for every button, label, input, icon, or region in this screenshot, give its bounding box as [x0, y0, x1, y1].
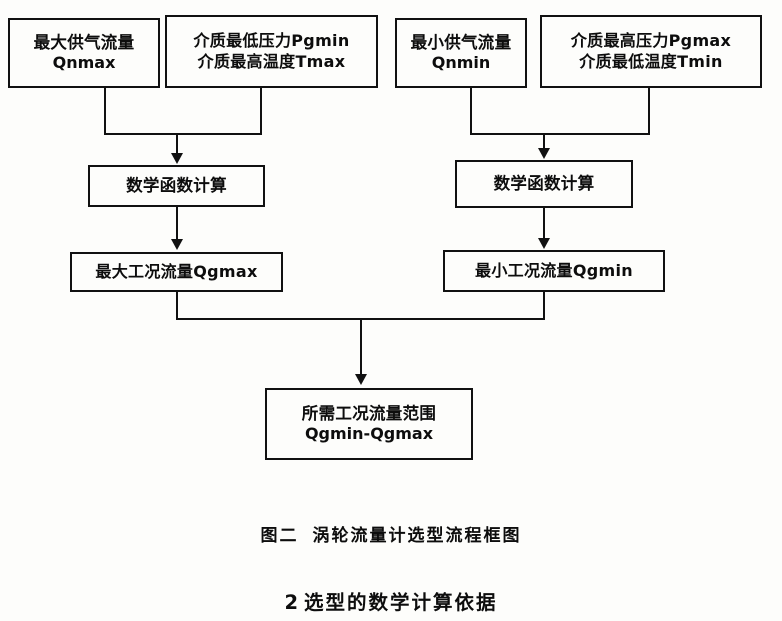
node-math-calc-left: 数学函数计算 — [88, 165, 265, 207]
figure-caption: 图二涡轮流量计选型流程框图 — [0, 521, 782, 546]
connector-max-supply-flow-down — [104, 88, 106, 135]
figure-caption-label: 图二 — [260, 526, 299, 546]
arrowhead-left-math-calc — [171, 153, 183, 164]
figure-caption-title: 涡轮流量计选型流程框图 — [312, 526, 522, 546]
node-min-working-flow-label: 最小工况流量Qgmin — [475, 260, 633, 280]
node-max-working-flow-label: 最大工况流量Qgmax — [95, 261, 258, 281]
node-min-pressure-max-temp-line2: 介质最高温度Tmax — [197, 51, 346, 71]
node-max-pressure-min-temp-line1: 介质最高压力Pgmax — [570, 31, 732, 51]
connector-min-supply-flow-down — [470, 88, 472, 135]
node-math-calc-right: 数学函数计算 — [455, 160, 633, 208]
connector-left-merge-bar — [104, 133, 262, 135]
arrowhead-required-flow-range — [355, 374, 367, 385]
node-min-pressure-max-temp: 介质最低压力Pgmin 介质最高温度Tmax — [165, 15, 378, 88]
node-required-flow-range: 所需工况流量范围 Qgmin-Qgmax — [265, 388, 473, 460]
connector-min-pressure-max-temp-down — [260, 88, 262, 135]
node-max-pressure-min-temp-line2: 介质最低温度Tmin — [579, 51, 723, 71]
node-max-supply-flow-line1: 最大供气流量 — [33, 33, 135, 53]
connector-right-calc-to-result — [543, 208, 545, 240]
connector-right-merge-bar — [470, 133, 650, 135]
connector-max-working-flow-down — [176, 292, 178, 320]
connector-right-merge-down — [543, 133, 545, 150]
node-max-pressure-min-temp: 介质最高压力Pgmax 介质最低温度Tmin — [540, 15, 762, 88]
node-math-calc-right-label: 数学函数计算 — [493, 174, 595, 194]
node-max-supply-flow-line2: Qnmax — [52, 53, 116, 73]
section-number: 2 — [284, 591, 305, 614]
node-max-working-flow: 最大工况流量Qgmax — [70, 252, 283, 292]
arrowhead-min-working-flow — [538, 238, 550, 249]
section-title: 选型的数学计算依据 — [304, 591, 498, 614]
node-required-flow-range-line2: Qgmin-Qgmax — [304, 424, 434, 444]
node-min-working-flow: 最小工况流量Qgmin — [443, 250, 665, 292]
section-heading: 2选型的数学计算依据 — [0, 586, 782, 615]
node-min-supply-flow-line2: Qnmin — [431, 53, 491, 73]
node-min-supply-flow-line1: 最小供气流量 — [410, 33, 512, 53]
node-math-calc-left-label: 数学函数计算 — [126, 176, 227, 196]
arrowhead-max-working-flow — [171, 239, 183, 250]
connector-left-merge-down — [176, 133, 178, 155]
connector-max-pressure-min-temp-down — [648, 88, 650, 135]
connector-left-calc-to-result — [176, 207, 178, 241]
arrowhead-right-math-calc — [538, 148, 550, 159]
connector-bottom-merge-down — [360, 318, 362, 376]
node-min-supply-flow: 最小供气流量 Qnmin — [395, 18, 527, 88]
node-max-supply-flow: 最大供气流量 Qnmax — [8, 18, 160, 88]
connector-min-working-flow-down — [543, 292, 545, 320]
node-min-pressure-max-temp-line1: 介质最低压力Pgmin — [193, 31, 350, 51]
node-required-flow-range-line1: 所需工况流量范围 — [301, 404, 437, 424]
